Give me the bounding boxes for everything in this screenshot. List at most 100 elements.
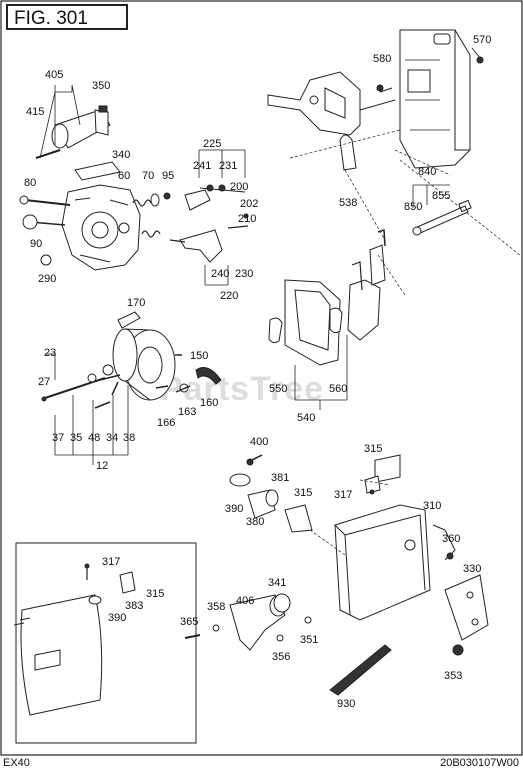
callout-202: 202 bbox=[240, 198, 259, 210]
nut-350 bbox=[98, 105, 108, 113]
callout-170: 170 bbox=[127, 297, 146, 309]
intake-pipe-415 bbox=[51, 109, 111, 149]
callout-538: 538 bbox=[339, 197, 358, 209]
callout-166: 166 bbox=[157, 417, 176, 429]
callout-400: 400 bbox=[250, 436, 269, 448]
gasket-341 bbox=[273, 593, 291, 613]
governor-lever bbox=[179, 189, 223, 263]
callout-290: 290 bbox=[38, 273, 57, 285]
pawl-170 bbox=[117, 311, 141, 329]
muffler-310 bbox=[334, 454, 431, 621]
inset-muffler bbox=[13, 594, 103, 716]
spring-60 bbox=[132, 199, 152, 207]
callout-310: 310 bbox=[423, 500, 442, 512]
callout-35: 35 bbox=[70, 432, 83, 444]
callout-383-inset: 383 bbox=[125, 600, 144, 612]
callout-855: 855 bbox=[432, 190, 451, 202]
callout-38: 38 bbox=[123, 432, 136, 444]
callout-241: 241 bbox=[193, 160, 212, 172]
fuel-tank bbox=[399, 29, 484, 169]
pin-166 bbox=[155, 385, 169, 389]
callout-381: 381 bbox=[271, 472, 290, 484]
callout-540: 540 bbox=[297, 412, 316, 424]
tank-plate bbox=[284, 279, 341, 366]
heat-shield-930 bbox=[329, 644, 392, 696]
callout-70: 70 bbox=[142, 170, 155, 182]
callout-850: 850 bbox=[404, 201, 423, 213]
bolt-95 bbox=[163, 192, 171, 200]
outer-border bbox=[0, 0, 523, 756]
callout-360: 360 bbox=[442, 533, 461, 545]
callout-380: 380 bbox=[246, 516, 265, 528]
callout-160: 160 bbox=[200, 397, 219, 409]
screen-315 bbox=[364, 475, 381, 494]
clip-538 bbox=[339, 134, 357, 171]
drawing-code: 20B030107W00 bbox=[440, 757, 519, 769]
rod-200 bbox=[227, 225, 249, 229]
callout-350: 350 bbox=[92, 80, 111, 92]
callout-315-inset: 315 bbox=[146, 588, 165, 600]
callout-225: 225 bbox=[203, 138, 222, 150]
callout-341: 341 bbox=[268, 577, 287, 589]
callout-230: 230 bbox=[235, 268, 254, 280]
gasket-340 bbox=[74, 161, 121, 181]
recoil-starter-150 bbox=[112, 328, 182, 401]
gasket-550 bbox=[268, 317, 283, 344]
inset-screen-315 bbox=[119, 571, 136, 594]
callout-163: 163 bbox=[178, 406, 197, 418]
washer-358 bbox=[212, 624, 220, 632]
tank-bracket bbox=[267, 71, 396, 136]
callout-12: 12 bbox=[96, 460, 109, 472]
fuel-cock bbox=[347, 228, 386, 341]
callout-570: 570 bbox=[473, 34, 492, 46]
callout-580: 580 bbox=[373, 53, 392, 65]
bolt-415 bbox=[35, 149, 61, 159]
inset-box bbox=[15, 542, 197, 744]
callout-240: 240 bbox=[211, 268, 230, 280]
callout-27: 27 bbox=[38, 376, 51, 388]
bolt-400 bbox=[246, 458, 254, 466]
callout-23: 23 bbox=[44, 347, 57, 359]
callout-220: 220 bbox=[220, 290, 239, 302]
shaft-23 bbox=[44, 377, 106, 399]
bolt-365 bbox=[184, 634, 201, 639]
callout-90: 90 bbox=[30, 238, 43, 250]
callout-317-inset: 317 bbox=[102, 556, 121, 568]
callout-340: 340 bbox=[112, 149, 131, 161]
callout-415: 415 bbox=[26, 106, 45, 118]
callout-210: 210 bbox=[238, 213, 257, 225]
callout-351: 351 bbox=[300, 634, 319, 646]
callout-353: 353 bbox=[444, 670, 463, 682]
callout-406: 406 bbox=[236, 595, 255, 607]
callout-840: 840 bbox=[418, 166, 437, 178]
callout-930: 930 bbox=[337, 698, 356, 710]
nut-353 bbox=[452, 644, 464, 656]
valve-90 bbox=[22, 214, 38, 230]
screw-80 bbox=[24, 199, 71, 206]
clamp-390 bbox=[229, 473, 251, 487]
handle-160 bbox=[195, 367, 222, 385]
carburetor-body bbox=[61, 184, 141, 271]
callout-60: 60 bbox=[118, 170, 131, 182]
callout-365: 365 bbox=[180, 616, 199, 628]
washer-356 bbox=[276, 634, 284, 642]
callout-550: 550 bbox=[269, 383, 288, 395]
inset-gasket-383 bbox=[88, 595, 102, 605]
callout-390-inset: 390 bbox=[108, 612, 127, 624]
callout-200: 200 bbox=[230, 181, 249, 193]
figure-title: FIG. 301 bbox=[6, 4, 128, 30]
callout-390: 390 bbox=[225, 503, 244, 515]
callout-150: 150 bbox=[190, 350, 209, 362]
rod-855 bbox=[412, 199, 472, 236]
callout-34: 34 bbox=[106, 432, 119, 444]
callout-37: 37 bbox=[52, 432, 65, 444]
gasket-560 bbox=[329, 307, 343, 334]
callout-317: 317 bbox=[334, 489, 353, 501]
bolt-360 bbox=[446, 552, 454, 560]
bolt-290 bbox=[40, 254, 52, 266]
callout-358: 358 bbox=[207, 601, 226, 613]
callout-330: 330 bbox=[463, 563, 482, 575]
plate-330 bbox=[444, 574, 489, 641]
